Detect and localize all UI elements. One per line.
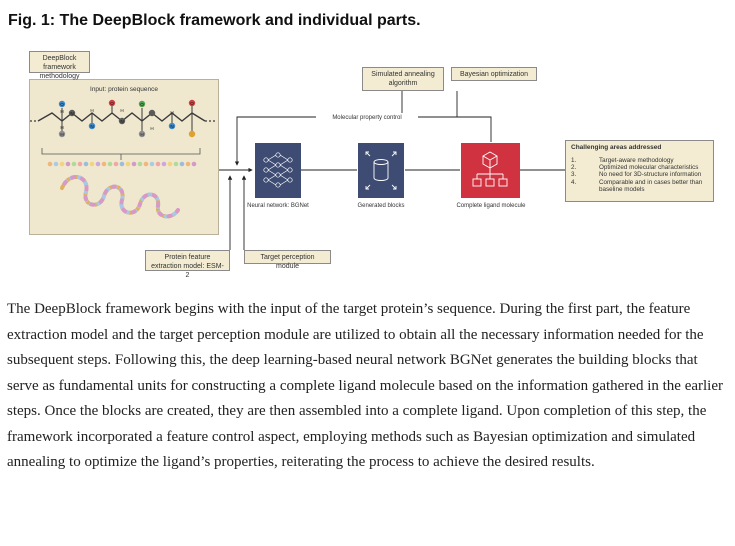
figure-caption: The DeepBlock framework begins with the …: [7, 301, 724, 470]
challenge-item: 3. No need for 3D-structure information: [571, 171, 702, 179]
ligand-icon: [461, 143, 520, 198]
atom-label: H: [90, 108, 93, 113]
atom-label: N: [70, 111, 73, 116]
atom-label: H: [150, 126, 153, 131]
atom-label: N: [170, 124, 173, 129]
protein-molecule: [30, 99, 216, 160]
ligand-label: Complete ligand molecule: [456, 203, 526, 209]
atom-label: H: [60, 109, 63, 114]
figure-title: Fig. 1: The DeepBlock framework and indi…: [8, 12, 421, 29]
sequence-beads: [47, 161, 197, 219]
atom-label: H: [60, 132, 63, 137]
bgnet-label: Neural network: BGNet: [247, 203, 309, 209]
atom-label: H: [170, 110, 173, 115]
challenge-item: 1. Target-aware methodology: [571, 157, 674, 164]
target-perception-label: Target perception module: [244, 250, 331, 270]
atom-label: H: [120, 108, 123, 113]
atom-label: H: [140, 132, 143, 137]
challenge-item: 4. Comparable and in cases better than b…: [571, 178, 703, 193]
simulated-annealing-label: Simulated annealing algorithm: [362, 67, 444, 91]
blocks-label: Generated blocks: [357, 203, 404, 209]
challenges-box: Challenging areas addressed 1. Target-aw…: [565, 140, 714, 202]
challenge-item: 2. Optimized molecular characteristics: [571, 164, 699, 172]
methodology-label: DeepBlock framework methodology: [29, 51, 90, 80]
bgnet-icon: [255, 143, 301, 198]
property-control-label: Molecular property control: [332, 115, 401, 121]
atom-label: N: [120, 119, 123, 124]
atom-label: N: [90, 124, 93, 129]
atom-label: O: [140, 102, 144, 107]
esm2-label: Protein feature extraction model: ESM-2: [145, 250, 230, 279]
atom-label: O: [60, 102, 64, 107]
atom-label: O: [190, 101, 194, 106]
challenges-title: Challenging areas addressed: [571, 144, 662, 151]
bayesian-optimization-label: Bayesian optimization: [451, 67, 537, 81]
atom-label: O: [110, 101, 114, 106]
framework-diagram: Neural network: BGNet Generated blocks C…: [30, 86, 565, 250]
atom-label: H: [60, 125, 63, 130]
blocks-icon: [358, 143, 404, 198]
input-label: Input: protein sequence: [90, 86, 158, 93]
